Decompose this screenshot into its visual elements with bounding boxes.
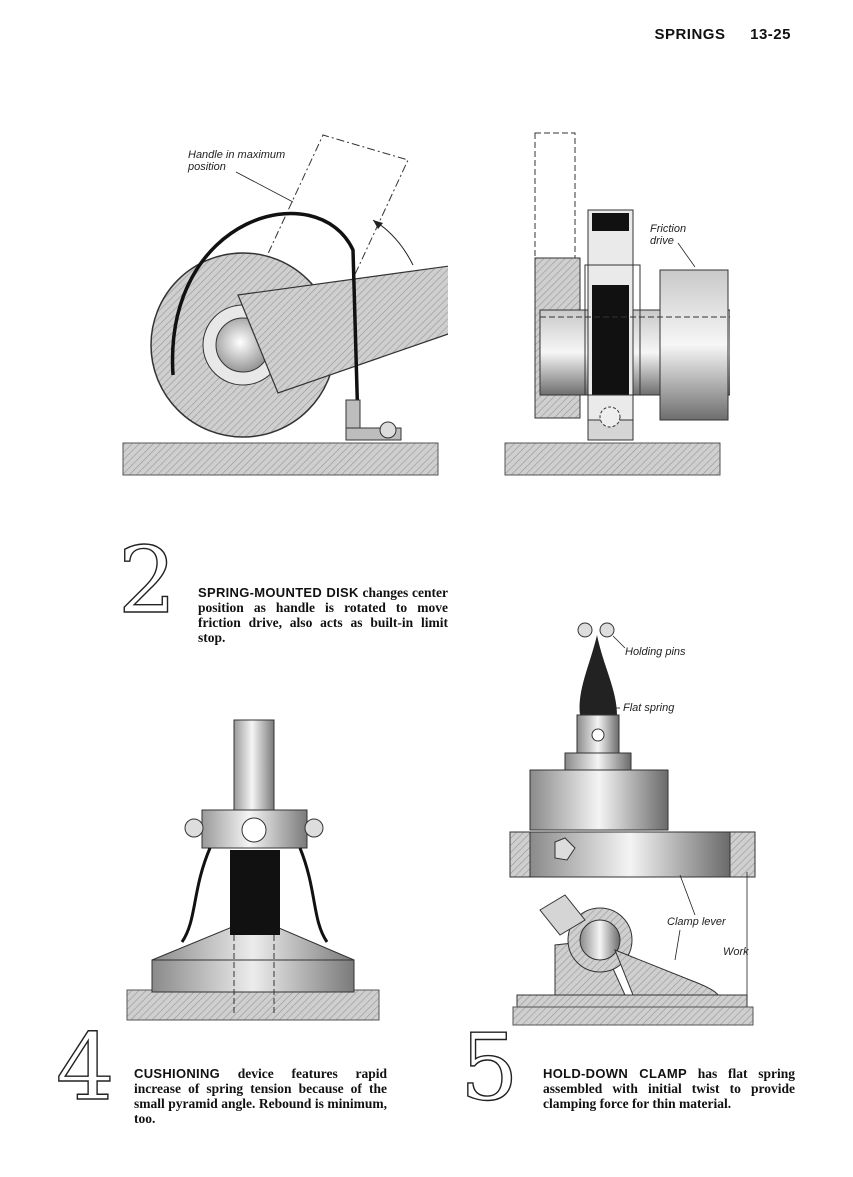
caption-figure-4: CUSHIONING device features rapid increas… <box>134 1066 387 1126</box>
caption-4-text: device features rapid increase of spring… <box>134 1066 387 1126</box>
caption-4-lead: CUSHIONING <box>134 1066 221 1081</box>
figure-number-4: 4 <box>55 1014 115 1121</box>
figure-number-2: 2 <box>117 527 177 634</box>
label-handle-max-position: Handle in maximum position <box>188 149 286 173</box>
caption-2-text: changes center position as handle is rot… <box>198 585 448 645</box>
label-holding-pins: Holding pins <box>625 646 686 658</box>
label-friction-drive: Friction drive <box>650 223 687 247</box>
caption-5-lead: HOLD-DOWN CLAMP <box>543 1066 688 1081</box>
caption-figure-2: SPRING-MOUNTED DISK changes center posit… <box>198 585 448 645</box>
figure-5-hold-down-clamp: Holding pins Flat spring Clamp lever Wor… <box>505 610 760 1030</box>
label-flat-spring: Flat spring <box>623 702 675 714</box>
figure-4-cushioning-device <box>122 710 384 1025</box>
page-number: 13-25 <box>750 26 791 43</box>
section-title: SPRINGS <box>654 26 726 43</box>
label-clamp-lever: Clamp lever <box>667 916 726 928</box>
caption-5-text: has flat spring assembled with initial t… <box>543 1066 795 1111</box>
caption-2-lead: SPRING-MOUNTED DISK <box>198 585 359 600</box>
figure-2-end-view: Friction drive <box>500 125 730 480</box>
figure-2-side-view: Handle in maximum position <box>118 125 448 480</box>
caption-figure-5: HOLD-DOWN CLAMP has flat spring assemble… <box>543 1066 795 1111</box>
label-work: Work <box>723 946 749 958</box>
figure-number-5: 5 <box>459 1014 519 1121</box>
page-header: SPRINGS 13-25 <box>654 26 791 43</box>
